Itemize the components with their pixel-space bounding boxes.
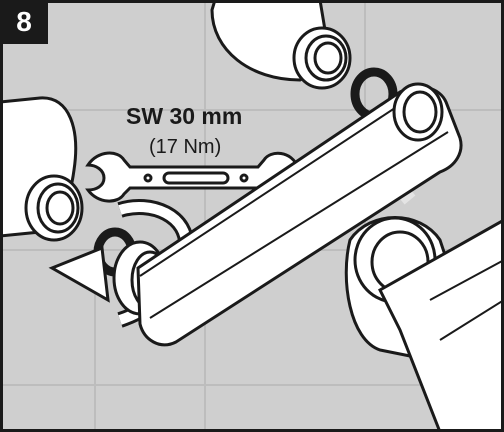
left-wall-connector (0, 96, 84, 242)
mixer-outlet (344, 216, 504, 432)
mixer-body (112, 82, 463, 347)
wrench-size-label: SW 30 mm (126, 103, 243, 129)
top-wall-connector (210, 0, 352, 90)
torque-label: (17 Nm) (149, 136, 222, 158)
step-number-badge: 8 (0, 0, 48, 44)
